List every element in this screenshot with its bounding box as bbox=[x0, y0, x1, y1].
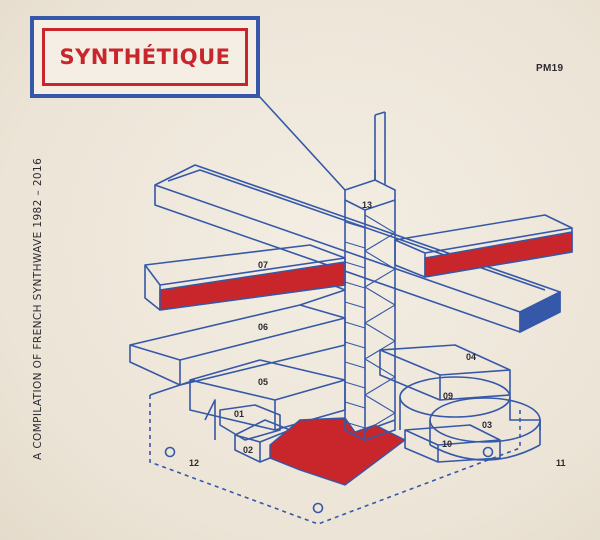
block-10 bbox=[404, 424, 501, 463]
beam-top-inner bbox=[167, 169, 546, 291]
ground-marker bbox=[164, 446, 176, 458]
ground-marker bbox=[482, 446, 494, 458]
label-10: 10 bbox=[442, 439, 452, 449]
label-05: 05 bbox=[258, 377, 268, 387]
tower-right-wall bbox=[364, 200, 396, 441]
beam-top-blue-end bbox=[519, 290, 561, 334]
label-03: 03 bbox=[482, 420, 492, 430]
block-01 bbox=[219, 404, 281, 441]
floor-red-face bbox=[269, 417, 407, 486]
label-09: 09 bbox=[443, 391, 453, 401]
label-04: 04 bbox=[466, 352, 476, 362]
label-02: 02 bbox=[243, 445, 253, 455]
tower-zigzag bbox=[364, 214, 396, 432]
beam-right-red-face bbox=[424, 231, 573, 278]
label-07: 07 bbox=[258, 260, 268, 270]
ground-outline bbox=[149, 395, 521, 525]
tower-zigzag-path bbox=[364, 214, 396, 432]
title-inner-frame: SYNTHÉTIQUE bbox=[42, 28, 248, 86]
leader-line bbox=[257, 94, 346, 191]
label-06: 06 bbox=[258, 322, 268, 332]
album-title: SYNTHÉTIQUE bbox=[59, 45, 231, 69]
label-12: 12 bbox=[189, 458, 199, 468]
beam-07-red-face bbox=[159, 261, 346, 311]
tower-rungs-path bbox=[344, 221, 366, 429]
tower-rungs bbox=[344, 221, 366, 429]
cylinder-03-base bbox=[429, 444, 541, 461]
label-01: 01 bbox=[234, 409, 244, 419]
label-11: 11 bbox=[556, 458, 566, 468]
tower-spire bbox=[374, 111, 386, 185]
cylinder-top bbox=[399, 376, 511, 418]
title-frame: SYNTHÉTIQUE bbox=[30, 16, 260, 98]
label-13: 13 bbox=[362, 200, 372, 210]
tower-left-wall bbox=[344, 200, 366, 441]
ground-marker bbox=[312, 502, 324, 514]
catalog-number: PM19 bbox=[536, 63, 564, 74]
